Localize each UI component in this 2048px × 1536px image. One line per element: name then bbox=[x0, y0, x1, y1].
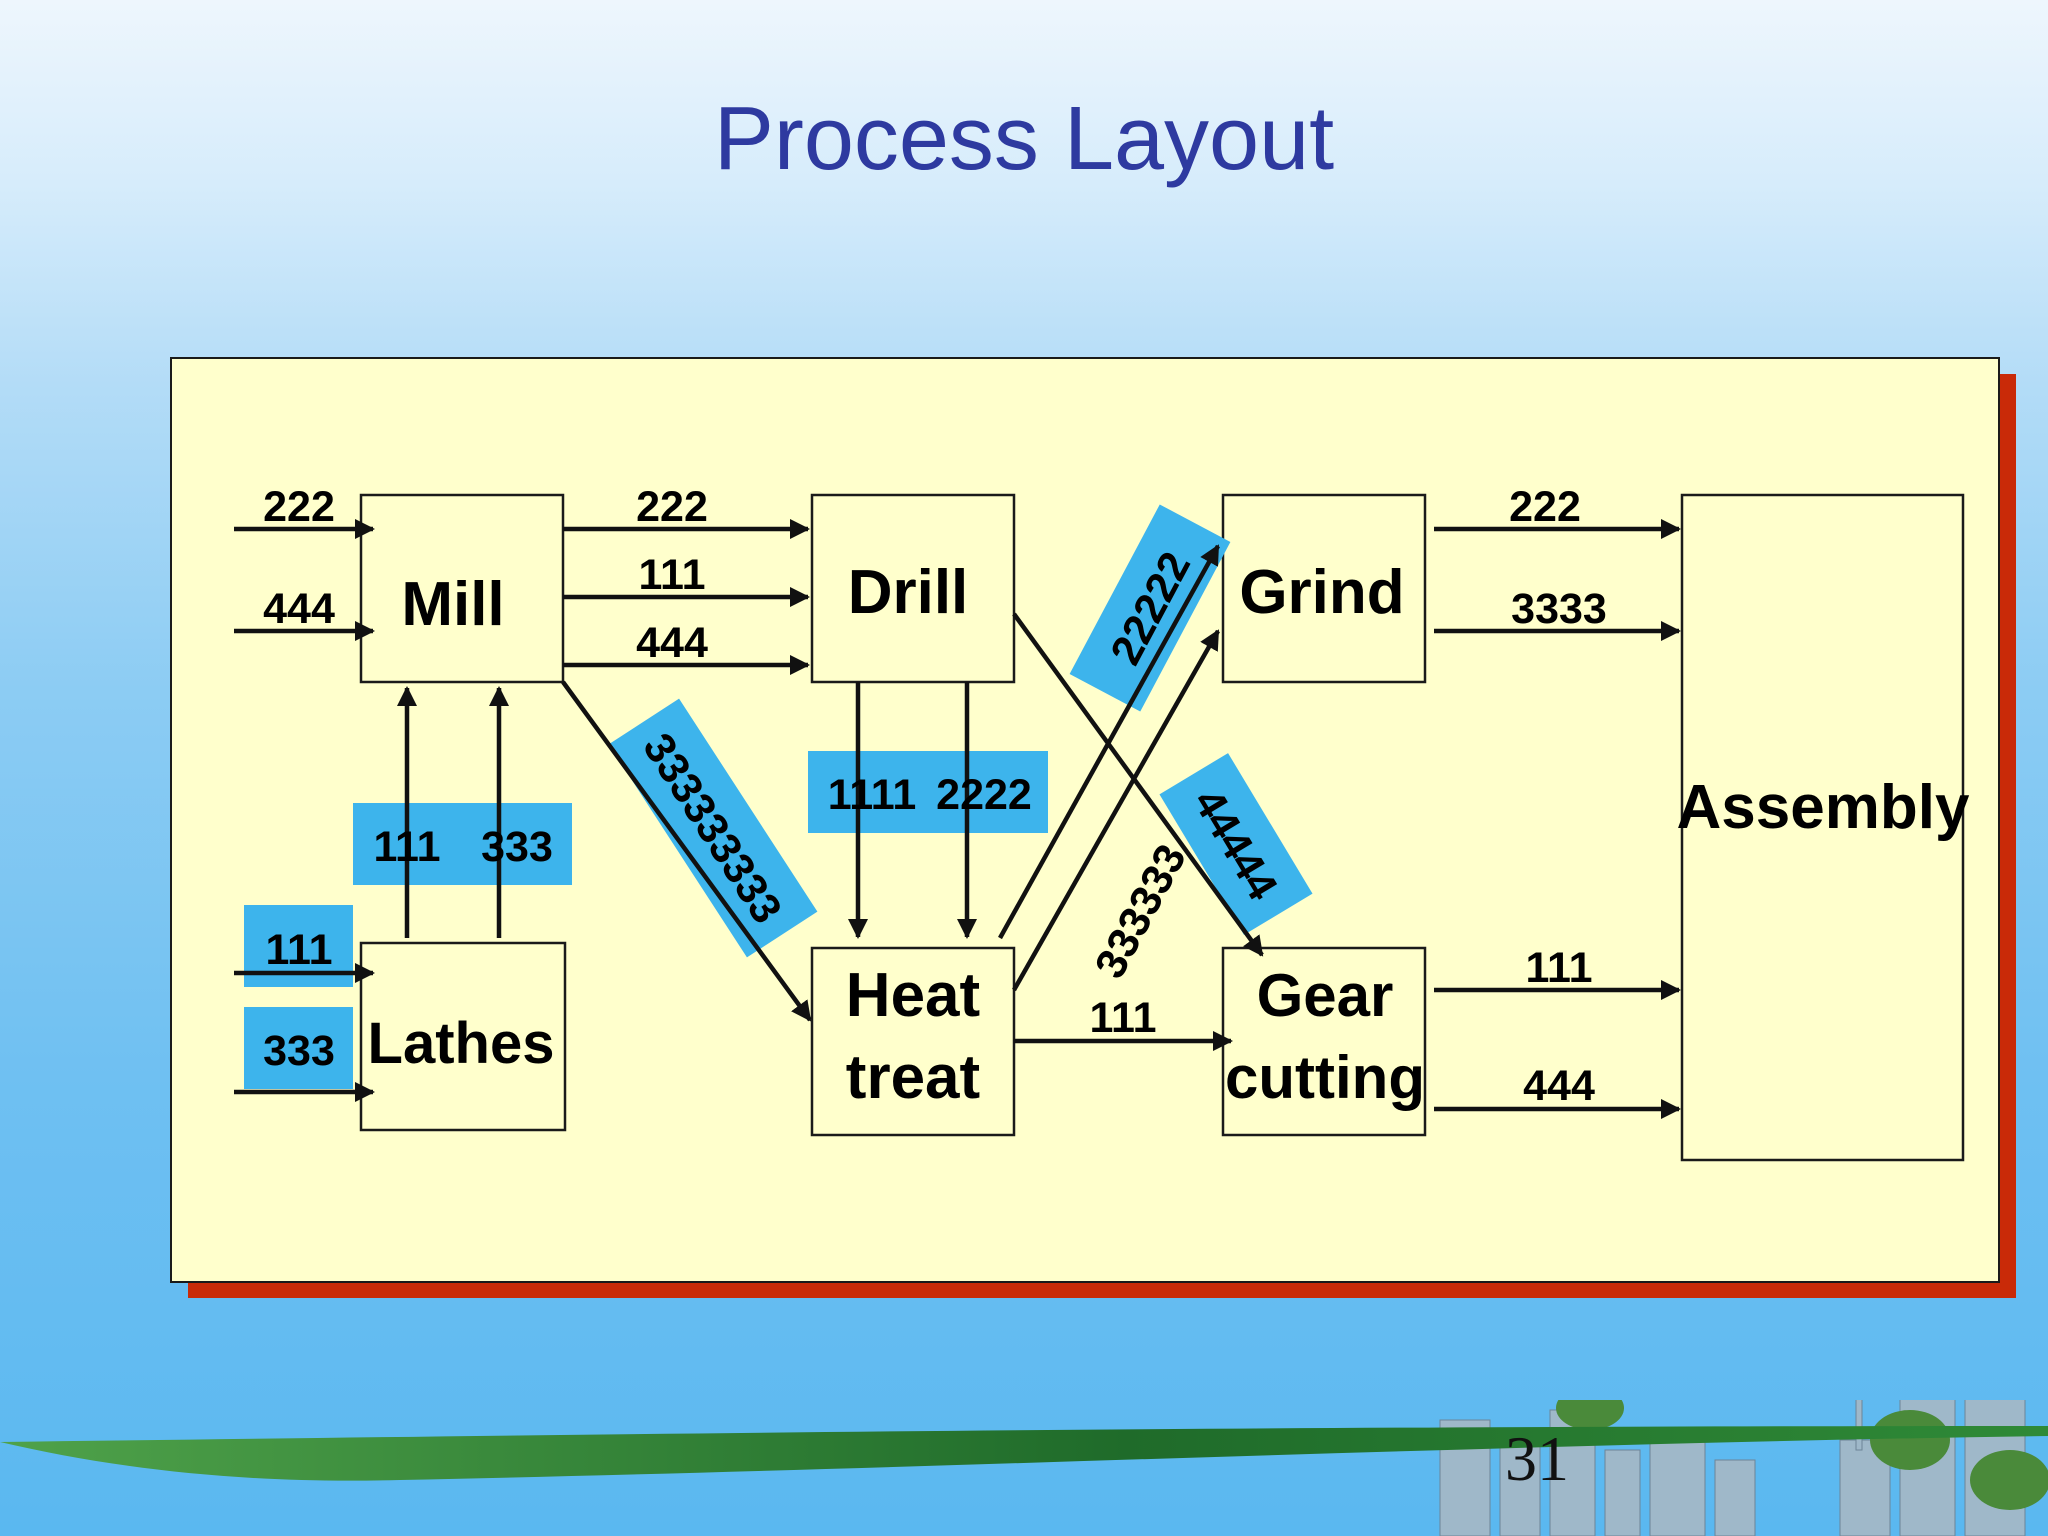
flow-in-lathes-bottom: 333 bbox=[263, 1027, 335, 1075]
drill-to-gear-cutting-tag bbox=[1159, 753, 1313, 935]
flow-gear-to-assembly-top: 111 bbox=[1526, 944, 1593, 992]
flow-in-lathes-top: 111 bbox=[266, 926, 333, 974]
flow-mill-to-drill-top: 222 bbox=[636, 483, 708, 531]
footer-decoration bbox=[0, 1400, 2048, 1536]
grind-box bbox=[1221, 493, 1427, 684]
page-number: 31 bbox=[1505, 1423, 1569, 1494]
assembly-box bbox=[1680, 493, 1965, 1162]
flow-grind-to-assembly-bottom: 3333 bbox=[1511, 585, 1607, 633]
flow-mill-to-drill-bottom: 444 bbox=[636, 619, 708, 667]
flow-in-mill-top: 222 bbox=[263, 483, 335, 531]
drill-label: Drill bbox=[848, 558, 969, 627]
flow-lathes-to-mill-left: 111 bbox=[374, 823, 441, 871]
gear-cutting-label-line1: Gear bbox=[1257, 962, 1394, 1029]
arrow-mill-to-heat-treat bbox=[561, 680, 812, 1022]
arrow-drill-to-gear-cutting bbox=[1012, 612, 1264, 957]
flow-heat-treat-to-grind-2: 333333 bbox=[1086, 837, 1196, 986]
green-swoosh bbox=[0, 1426, 2048, 1481]
drill-to-heat-treat-tag bbox=[808, 751, 1048, 833]
trees bbox=[1556, 1400, 2048, 1510]
slide-title: Process Layout bbox=[713, 89, 1335, 189]
flow-drill-to-heat-treat-right: 2222 bbox=[936, 771, 1032, 819]
heat-treat-to-grind-tag bbox=[1069, 504, 1231, 712]
flow-mill-to-drill-mid: 111 bbox=[639, 551, 706, 599]
mill-box bbox=[359, 493, 565, 684]
gear-cutting-label-line2: cutting bbox=[1225, 1044, 1425, 1111]
grind-label: Grind bbox=[1239, 558, 1404, 627]
lathes-box bbox=[359, 941, 567, 1132]
in-lathes-bottom-tag bbox=[244, 1007, 353, 1089]
assembly-label: Assembly bbox=[1677, 773, 1970, 842]
lathes-label: Lathes bbox=[368, 1011, 555, 1076]
mill-label: Mill bbox=[401, 570, 504, 639]
heat-treat-label-line1: Heat bbox=[846, 961, 980, 1030]
flow-lathes-to-mill-right: 333 bbox=[481, 823, 553, 871]
flow-drill-to-heat-treat-left: 1111 bbox=[828, 771, 917, 819]
mill-to-heat-treat-tag bbox=[608, 698, 818, 958]
heat-treat-label-line2: treat bbox=[846, 1043, 980, 1112]
flow-gear-to-assembly-bottom: 444 bbox=[1523, 1062, 1595, 1110]
flow-in-mill-bottom: 444 bbox=[263, 585, 335, 633]
flow-heat-treat-to-gear-cutting: 111 bbox=[1090, 994, 1157, 1042]
lathes-to-mill-tag bbox=[353, 803, 572, 885]
flow-grind-to-assembly-top: 222 bbox=[1509, 483, 1581, 531]
arrow-heat-treat-to-grind-2 bbox=[1012, 629, 1220, 992]
drill-box bbox=[810, 493, 1016, 684]
